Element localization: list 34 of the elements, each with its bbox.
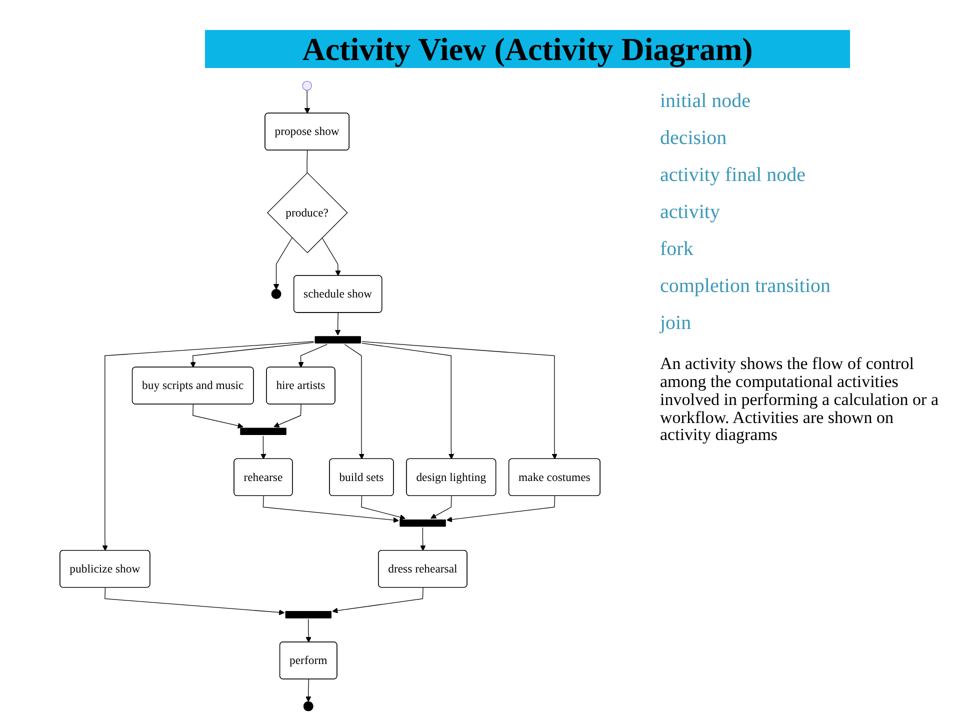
arrow [104,587,285,616]
annotation-label: activity final node [660,164,807,187]
arrow [362,341,558,460]
arrow [362,342,454,460]
arrow [322,237,341,276]
arrow [332,587,424,614]
note-text: An activity shows the flow of control among the computational activities involved in performing a calculation or a workflow. Activities are shown on activity diagrams [660,355,940,444]
arrow [273,237,292,290]
annotation-label: initial node [660,90,752,113]
arrow [430,496,452,519]
arrow [190,342,314,368]
annotation-label: fork [660,238,694,261]
annotation-label: decision [660,127,728,150]
annotation-label: completion transition [660,275,832,298]
arrow [344,344,364,460]
arrow [304,90,310,114]
arrow [274,404,302,428]
connector [306,150,308,174]
arrow [306,618,312,642]
arrow [334,312,341,336]
arrow [361,496,406,520]
arrow [306,678,312,702]
node-diamond: produce? [266,172,348,254]
arrow [102,341,314,551]
arrow [192,404,244,428]
node-circle [302,80,312,91]
annotation-label: activity [660,201,721,224]
arrow [420,527,426,551]
annotation-label: join [660,312,692,335]
arrow [298,344,328,368]
arrow [262,496,399,523]
arrow [260,436,266,460]
title: Activity View (Activity Diagram) [205,30,850,68]
arrow [446,496,556,522]
